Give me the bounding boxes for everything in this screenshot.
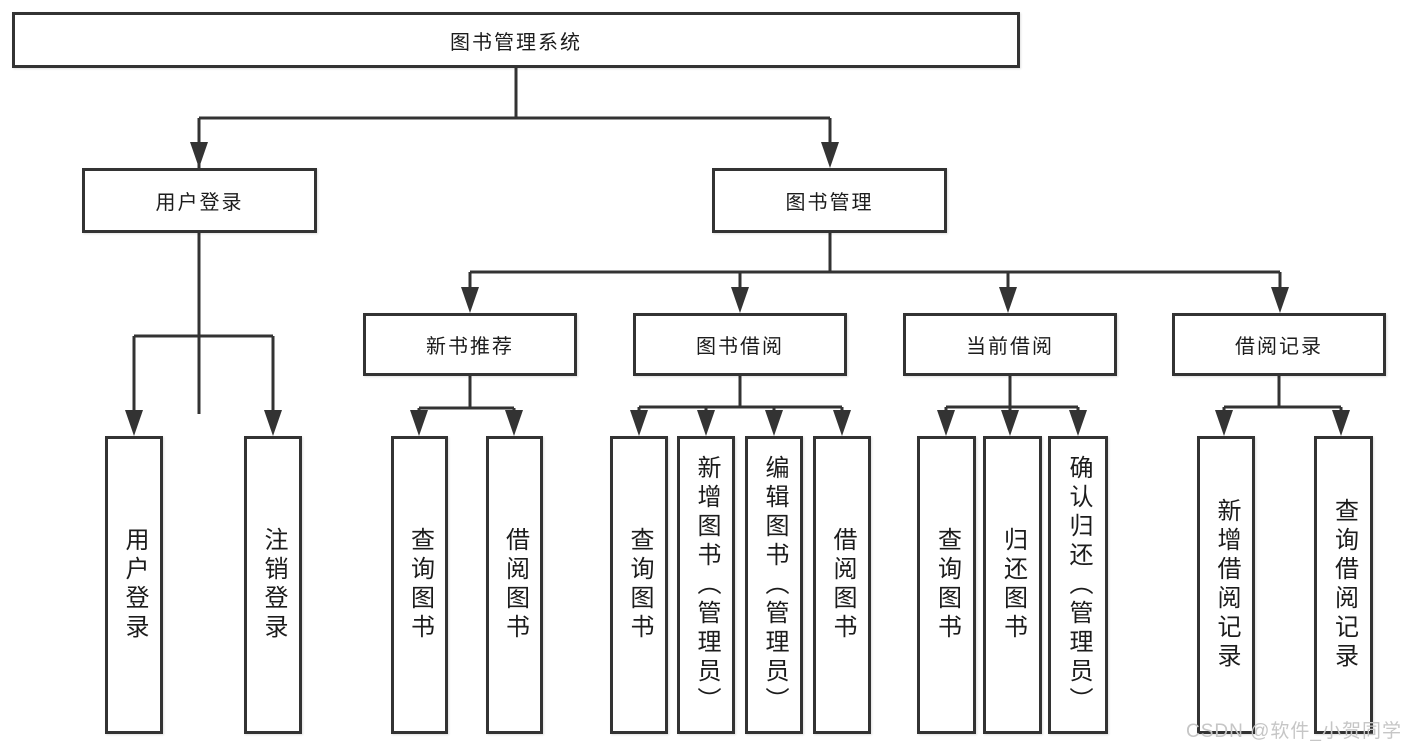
leaf-confirm-return-admin: 确认归还（管理员）	[1048, 436, 1108, 734]
leaf-label: 借阅图书	[501, 527, 529, 643]
node-label: 图书借阅	[696, 336, 784, 358]
leaf-label: 确认归还（管理员）	[1065, 454, 1092, 716]
node-library-management-system: 图书管理系统	[12, 12, 1020, 68]
leaf-label: 编辑图书（管理员）	[761, 454, 788, 716]
leaf-label: 用户登录	[121, 527, 148, 643]
leaf-query-books-borrow: 查询图书	[610, 436, 668, 734]
node-label: 图书管理	[785, 192, 874, 214]
node-book-management: 图书管理	[712, 168, 947, 233]
leaf-label: 查询图书	[626, 527, 653, 643]
leaf-label: 注销登录	[260, 527, 287, 643]
leaf-user-login: 用户登录	[105, 436, 163, 734]
node-label: 新书推荐	[426, 336, 514, 358]
arrowheads	[125, 142, 1350, 436]
node-label: 用户登录	[155, 192, 244, 214]
node-current-borrowing: 当前借阅	[903, 313, 1117, 376]
leaf-add-book-admin: 新增图书（管理员）	[677, 436, 735, 734]
leaf-return-book: 归还图书	[983, 436, 1042, 734]
leaf-query-borrow-record: 查询借阅记录	[1314, 436, 1373, 734]
node-label: 图书管理系统	[450, 31, 582, 54]
leaf-logout: 注销登录	[244, 436, 302, 734]
node-book-borrowing: 图书借阅	[633, 313, 847, 376]
leaf-query-books-current: 查询图书	[917, 436, 976, 734]
node-user-login: 用户登录	[82, 168, 317, 233]
leaf-label: 新增图书（管理员）	[693, 454, 720, 716]
leaf-query-books-recommend: 查询图书	[391, 436, 448, 734]
csdn-watermark: CSDN @软件_小贺同学	[1186, 721, 1402, 742]
leaf-borrow-books-recommend: 借阅图书	[486, 436, 543, 734]
leaf-label: 新增借阅记录	[1213, 498, 1240, 672]
node-new-book-recommend: 新书推荐	[363, 313, 577, 376]
leaf-label: 查询借阅记录	[1330, 498, 1358, 672]
leaf-label: 查询图书	[406, 527, 434, 643]
node-borrowing-records: 借阅记录	[1172, 313, 1386, 376]
leaf-borrow-books: 借阅图书	[813, 436, 871, 734]
leaf-label: 查询图书	[933, 527, 961, 643]
leaf-label: 借阅图书	[829, 527, 856, 643]
node-label: 当前借阅	[966, 336, 1054, 358]
node-label: 借阅记录	[1235, 336, 1323, 358]
leaf-edit-book-admin: 编辑图书（管理员）	[745, 436, 803, 734]
leaf-label: 归还图书	[999, 527, 1027, 643]
leaf-add-borrow-record: 新增借阅记录	[1197, 436, 1255, 734]
